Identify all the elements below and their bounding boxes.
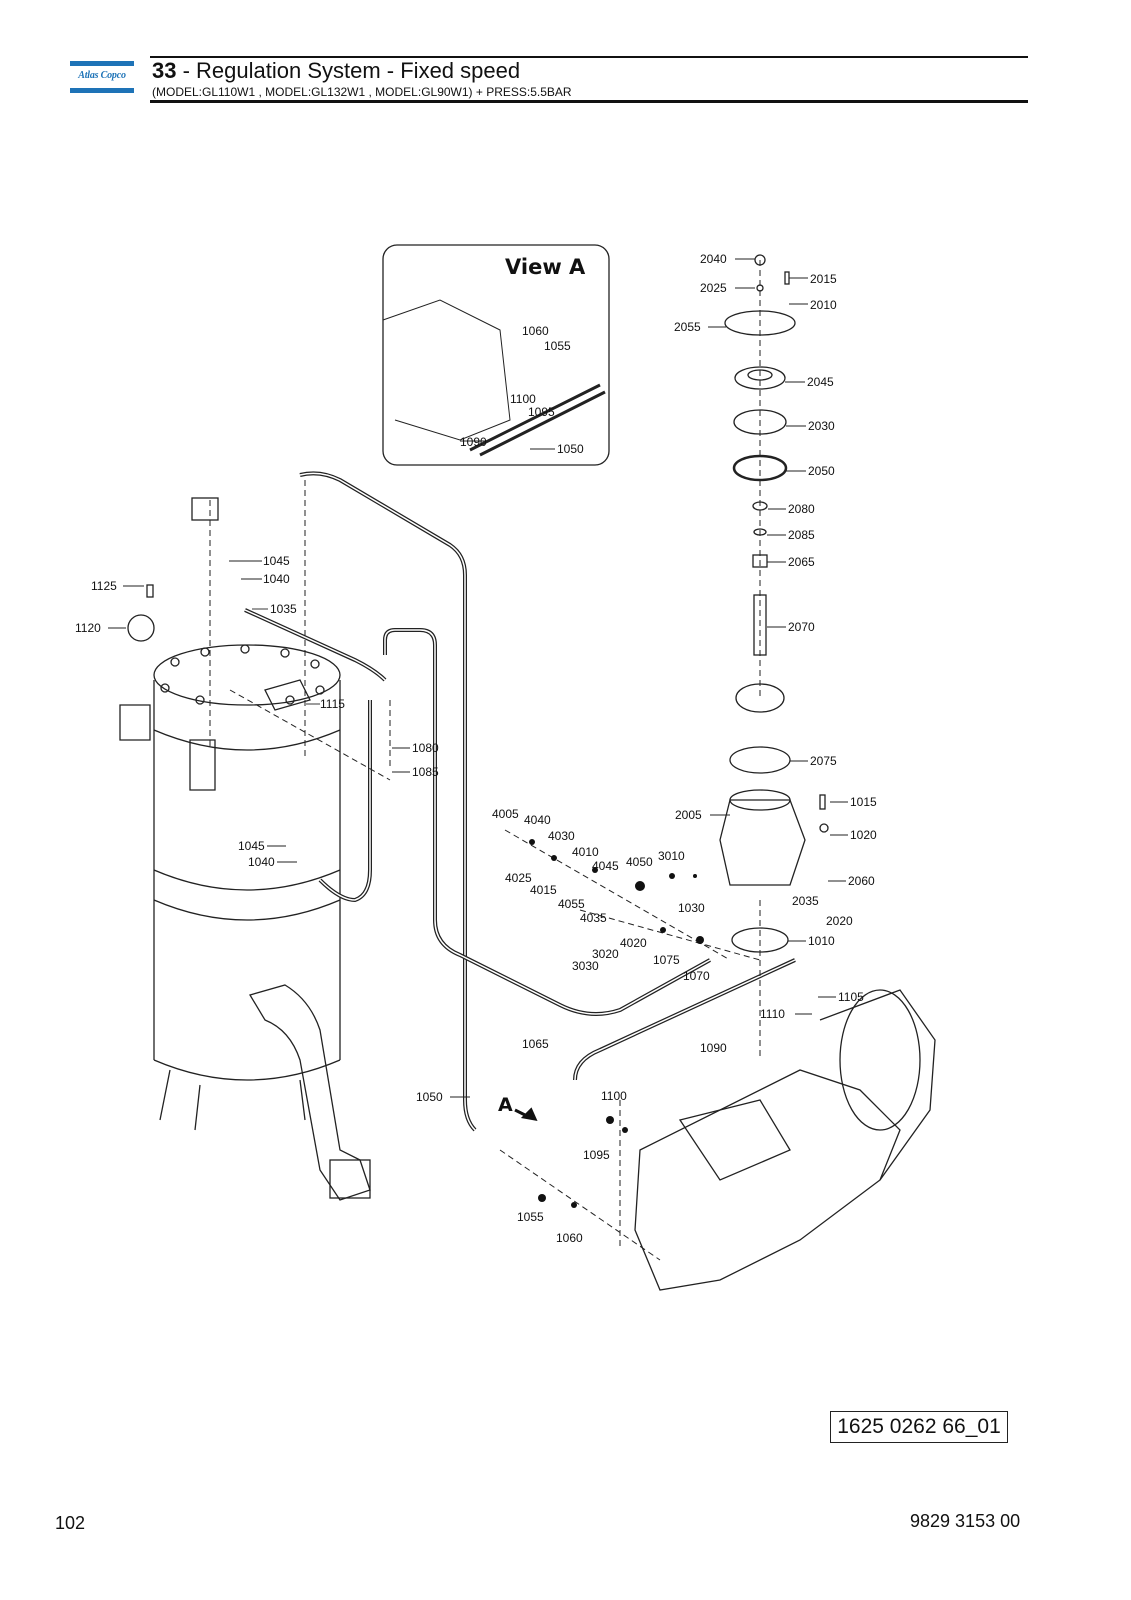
callout: 1055 (517, 1210, 544, 1224)
callout: 3020 (592, 947, 619, 961)
inset-callout: 1055 (544, 339, 571, 353)
callout: 1120 (75, 621, 101, 635)
callout: 2045 (807, 375, 834, 389)
callout: 1045 (263, 554, 290, 568)
page-number: 102 (55, 1513, 86, 1533)
callout: 1035 (270, 602, 297, 616)
callout: 1110 (760, 1007, 785, 1021)
callout: 4035 (580, 911, 607, 925)
callout: 2075 (810, 754, 837, 768)
inset-callout: 1090 (460, 435, 487, 449)
callout: 2015 (810, 272, 837, 286)
callout: 4040 (524, 813, 551, 827)
section-number: 33 (152, 58, 177, 83)
callout: 1095 (583, 1148, 610, 1162)
callout: 4015 (530, 883, 557, 897)
callout: 4055 (558, 897, 585, 911)
view-a-arrow-label: A (498, 1094, 513, 1116)
callout: 1045 (238, 839, 265, 853)
callout: 1080 (412, 741, 439, 755)
callout: 2040 (700, 252, 727, 266)
callout: 1105 (838, 990, 864, 1004)
drawing-id-box: 1625 0262 66_01 (830, 1411, 1008, 1443)
callout: 2025 (700, 281, 727, 295)
callout: 4050 (626, 855, 653, 869)
inset-callout: 1060 (522, 324, 549, 338)
inset-callout-labels: 1060 1055 1100 1095 1090 1050 (460, 324, 584, 456)
callout: 4020 (620, 936, 647, 950)
callout-labels: 2040 2015 2025 2010 2055 2045 2030 2050 … (75, 252, 877, 1245)
callout: 1070 (683, 969, 710, 983)
callout: 1090 (700, 1041, 727, 1055)
logo-text: Atlas Copco (78, 70, 126, 81)
callout: 2005 (675, 808, 702, 822)
callout: 1085 (412, 765, 439, 779)
page-title: 33 - Regulation System - Fixed speed (152, 58, 520, 84)
callout: 2065 (788, 555, 815, 569)
compressor-element (634, 989, 936, 1291)
document-number: 9829 3153 00 (910, 1511, 1021, 1531)
callout: 2050 (808, 464, 835, 478)
callout: 1050 (416, 1090, 443, 1104)
section-title: Regulation System - Fixed speed (196, 58, 521, 83)
callout: 2070 (788, 620, 815, 634)
title-separator: - (176, 58, 197, 83)
callout: 3010 (658, 849, 685, 863)
unloader-valve-stack (719, 254, 829, 953)
callout: 1125 (91, 579, 117, 593)
callout: 2060 (848, 874, 875, 888)
inset-callout: 1095 (528, 405, 555, 419)
callout: 2020 (826, 914, 853, 928)
callout: 1020 (850, 828, 877, 842)
callout: 1040 (248, 855, 275, 869)
receiver-tank (119, 644, 371, 1201)
callout: 1075 (653, 953, 680, 967)
logo-bar-top (70, 61, 134, 66)
callout: 4005 (492, 807, 519, 821)
callout: 2010 (810, 298, 837, 312)
view-a-title: View A (505, 255, 586, 279)
callout: 2030 (808, 419, 835, 433)
callout: 1040 (263, 572, 290, 586)
callout: 4030 (548, 829, 575, 843)
callout: 1065 (522, 1037, 549, 1051)
view-arrow-icon (514, 1107, 538, 1121)
inset-callout: 1100 (510, 392, 536, 406)
atlas-copco-logo: Atlas Copco (70, 61, 134, 95)
leader-lines (108, 258, 848, 1098)
callout: 1060 (556, 1231, 583, 1245)
callout: 4025 (505, 871, 532, 885)
callout: 1115 (320, 697, 345, 711)
callout: 2085 (788, 528, 815, 542)
callout: 1030 (678, 901, 705, 915)
model-subtitle: (MODEL:GL110W1 , MODEL:GL132W1 , MODEL:G… (152, 85, 572, 99)
callout: 2055 (674, 320, 701, 334)
callout: 1100 (601, 1089, 627, 1103)
callout: 2080 (788, 502, 815, 516)
inset-callout: 1050 (557, 442, 584, 456)
header-rule-bottom (150, 100, 1028, 103)
callout: 1010 (808, 934, 835, 948)
header-rule-top (150, 56, 1028, 58)
small-fittings (529, 839, 704, 1208)
callout: 3030 (572, 959, 599, 973)
callout: 4010 (572, 845, 599, 859)
callout: 1015 (850, 795, 877, 809)
logo-bar-bottom (70, 88, 134, 93)
callout: 2035 (792, 894, 819, 908)
callout: 4045 (592, 859, 619, 873)
